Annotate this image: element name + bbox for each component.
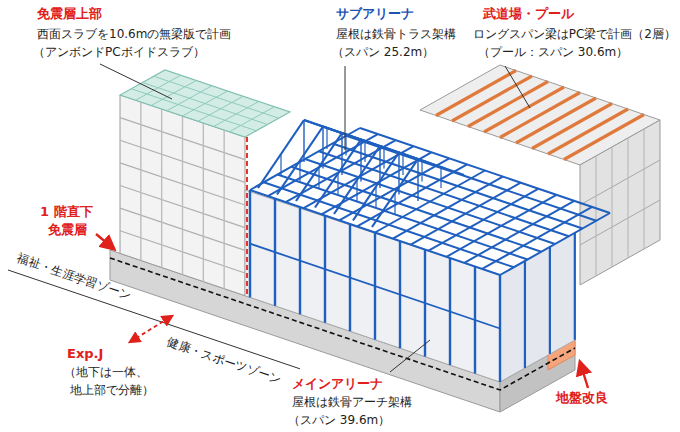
callout-heading: 武道場・プール — [483, 6, 574, 22]
column-line — [182, 116, 183, 275]
flat-slab — [120, 70, 290, 137]
leader-line — [100, 64, 172, 99]
note-text: （地下は一体、 — [64, 364, 148, 380]
slab-grid — [143, 83, 268, 125]
floor-line — [580, 160, 660, 205]
steel-beam — [339, 158, 449, 220]
slab-grid — [131, 89, 256, 131]
truss-chord — [277, 127, 323, 195]
steel-girt — [250, 244, 500, 329]
zone-line — [8, 270, 300, 369]
column-line — [628, 138, 629, 258]
column-line — [140, 102, 141, 260]
zone-label: 健康・スポーツゾーン — [165, 334, 284, 388]
column-line — [203, 123, 204, 282]
callout-heading: 免震層 — [48, 222, 87, 238]
steel-beam — [375, 171, 485, 233]
callout-heading: サブアリーナ — [336, 6, 414, 22]
truss-web — [345, 135, 346, 156]
expansion-arrow — [130, 316, 172, 342]
steel-beam — [250, 128, 360, 190]
steel-beam — [393, 177, 503, 239]
callout-heading: 地盤改良 — [556, 390, 608, 406]
expansion-joint — [246, 137, 248, 296]
truss-ridge — [304, 120, 418, 159]
truss-web — [417, 159, 418, 201]
note-text: 屋根は鉄骨アーチ架構 — [292, 394, 412, 410]
truss-web — [383, 148, 384, 169]
note-text: 地上部で分離） — [70, 382, 154, 398]
truss-web — [318, 167, 319, 188]
leader-line — [505, 66, 530, 108]
note-text: 屋根は鉄骨トラス架構 — [336, 26, 456, 42]
pc-beam — [564, 115, 644, 160]
truss-web — [356, 180, 357, 201]
truss-web — [421, 161, 422, 182]
isolation-line — [110, 258, 575, 390]
isolation-arrow — [96, 234, 114, 249]
column-line — [644, 129, 645, 249]
steel-column — [574, 233, 576, 340]
truss-web — [440, 167, 441, 188]
note-text: （スパン 25.2m） — [332, 44, 434, 60]
truss-web — [402, 154, 403, 175]
callout-heading: 1 階直下 — [40, 204, 93, 220]
column-line — [612, 147, 613, 267]
truss-web — [326, 128, 327, 149]
truss-web — [375, 187, 376, 208]
truss-web — [364, 141, 365, 162]
steel-beam — [429, 189, 539, 251]
steel-beam — [411, 183, 521, 245]
callout-heading: 免震層上部 — [37, 6, 102, 22]
column-line — [161, 109, 162, 267]
steel-beam — [500, 213, 610, 275]
steel-column — [524, 261, 526, 368]
note-text: 西面スラブを10.6mの無梁版で計画 — [37, 26, 231, 42]
leader-line — [390, 340, 430, 372]
truss-chord — [334, 146, 380, 214]
column-line — [596, 156, 597, 276]
steel-beam — [446, 195, 556, 257]
ground-arrow — [580, 362, 588, 388]
truss-chord — [315, 140, 361, 208]
truss-chord — [353, 153, 399, 221]
column-line — [223, 130, 224, 289]
truss-web — [337, 174, 338, 195]
leader-line — [345, 66, 346, 150]
note-text: （プール：スパン 30.6m） — [478, 44, 628, 60]
slab-grid — [154, 76, 279, 118]
building-group — [8, 64, 660, 412]
note-text: （スパン 39.6m） — [288, 412, 390, 428]
note-text: （アンボンドPCボイドスラブ） — [33, 44, 205, 60]
note-text: ロングスパン梁はPC梁で計画（2層） — [473, 26, 676, 42]
arena-side-wall — [500, 233, 575, 382]
callout-heading: Exp.J — [67, 346, 103, 362]
truss-chord — [258, 120, 304, 188]
truss-web — [394, 193, 395, 214]
callout-heading: メインアリーナ — [292, 376, 383, 392]
truss-chord — [296, 133, 342, 201]
truss-web — [280, 154, 281, 175]
steel-column — [549, 247, 551, 354]
steel-beam — [357, 164, 467, 226]
truss-chord — [372, 159, 418, 227]
steel-beam — [464, 201, 574, 263]
truss-web — [299, 161, 300, 182]
